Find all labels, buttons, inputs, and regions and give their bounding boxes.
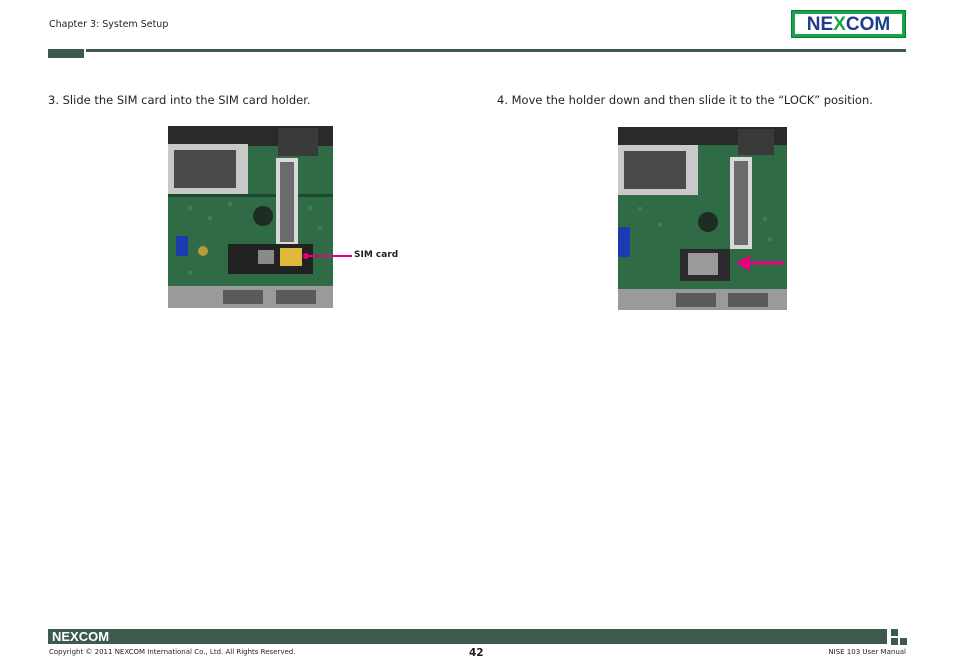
nexcom-logo: NEXCOM (791, 10, 906, 38)
sim-card-callout-line (303, 253, 352, 259)
sim-insert-photo (168, 126, 333, 308)
page-number: 42 (469, 647, 484, 659)
footer-bar (48, 629, 887, 644)
copyright-notice: Copyright © 2011 NEXCOM International Co… (49, 648, 296, 656)
header-rule (86, 49, 906, 52)
footer-logo: NEXCOM (52, 629, 110, 644)
sim-lock-photo (618, 127, 787, 310)
manual-name: NISE 103 User Manual (828, 648, 906, 656)
logo-text-ne: NE (806, 14, 834, 35)
footer-decor-square (900, 638, 907, 645)
footer-decor-square (891, 629, 898, 636)
step-4-instruction: 4. Move the holder down and then slide i… (497, 93, 873, 107)
logo-text-x: X (833, 14, 846, 35)
logo-text-com: COM (845, 14, 891, 35)
chapter-title: Chapter 3: System Setup (49, 19, 169, 30)
footer-decor-square (891, 638, 898, 645)
sim-card-label: SIM card (354, 250, 399, 260)
header-accent-block (48, 49, 84, 58)
step-3-instruction: 3. Slide the SIM card into the SIM card … (48, 93, 311, 107)
